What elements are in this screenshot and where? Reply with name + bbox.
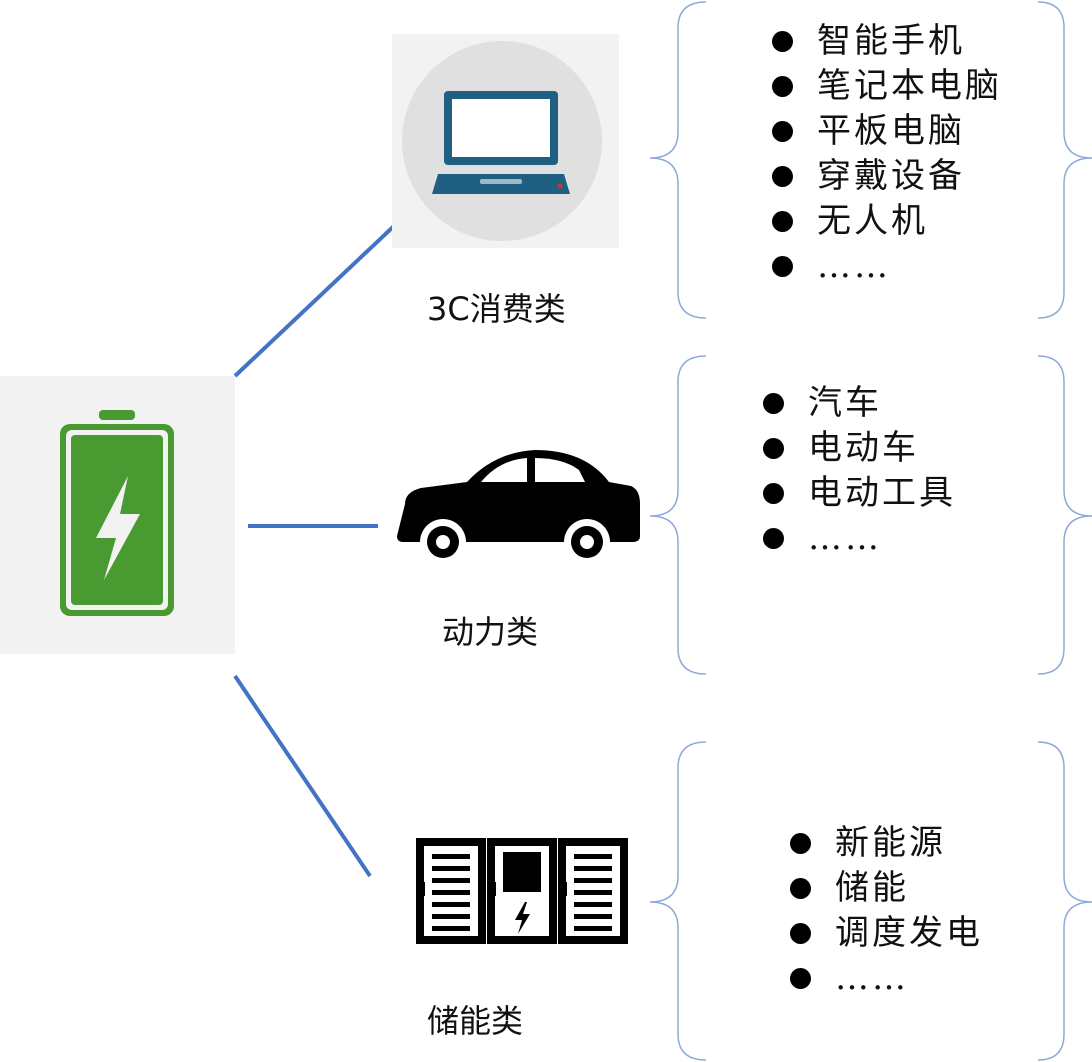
list-item-text: 平板电脑 (817, 111, 965, 151)
list-item-text: 电动工具 (808, 473, 956, 513)
bullet-dot (772, 211, 793, 232)
item-list-consumer: 智能手机 笔记本电脑 平板电脑 穿戴设备 无人机 …… (772, 19, 1002, 289)
right-brace-power (1037, 355, 1092, 675)
list-item: …… (763, 516, 956, 561)
bullet-dot (763, 393, 784, 414)
right-brace-storage (1037, 741, 1092, 1061)
battery-icon (60, 410, 174, 616)
left-brace-consumer (649, 1, 707, 319)
laptop-icon (402, 41, 602, 241)
bullet-dot (790, 968, 811, 989)
laptop-tile (392, 34, 619, 248)
list-item: …… (790, 956, 983, 1001)
list-item: 无人机 (772, 199, 1002, 244)
category-label-power: 动力类 (442, 613, 539, 651)
list-item-text: 储能 (835, 868, 909, 908)
list-item: 电动车 (763, 426, 956, 471)
battery-tile (0, 376, 235, 654)
list-item-text: 调度发电 (835, 913, 983, 953)
right-brace-consumer (1037, 1, 1092, 319)
list-item: …… (772, 244, 1002, 289)
car-icon (397, 450, 640, 565)
bullet-dot (772, 256, 793, 277)
list-item-text: …… (835, 958, 909, 998)
energy-storage-cabinet-icon (416, 838, 628, 944)
bullet-dot (772, 121, 793, 142)
list-item: 储能 (790, 866, 983, 911)
connector-storage (233, 674, 372, 878)
list-item: 电动工具 (763, 471, 956, 516)
list-item-text: 无人机 (817, 201, 928, 241)
list-item: 汽车 (763, 381, 956, 426)
list-item-text: 新能源 (835, 823, 946, 863)
list-item-text: 智能手机 (817, 21, 965, 61)
bullet-dot (763, 528, 784, 549)
list-item: 平板电脑 (772, 109, 1002, 154)
list-item-text: 笔记本电脑 (817, 66, 1002, 106)
list-item-text: 穿戴设备 (817, 156, 965, 196)
bullet-dot (772, 31, 793, 52)
item-list-power: 汽车 电动车 电动工具 …… (763, 381, 956, 561)
connector-consumer (233, 224, 396, 378)
category-label-consumer: 3C消费类 (427, 290, 566, 328)
list-item: 智能手机 (772, 19, 1002, 64)
bullet-dot (763, 438, 784, 459)
list-item: 新能源 (790, 821, 983, 866)
list-item-text: 电动车 (808, 428, 919, 468)
left-brace-power (649, 355, 707, 675)
bullet-dot (772, 76, 793, 97)
list-item-text: …… (817, 246, 891, 286)
list-item-text: …… (808, 518, 882, 558)
left-brace-storage (649, 741, 707, 1061)
list-item-text: 汽车 (808, 383, 882, 423)
item-list-storage: 新能源 储能 调度发电 …… (790, 821, 983, 1001)
bullet-dot (772, 166, 793, 187)
category-label-storage: 储能类 (427, 1002, 524, 1040)
list-item: 调度发电 (790, 911, 983, 956)
bullet-dot (790, 923, 811, 944)
bullet-dot (763, 483, 784, 504)
list-item: 笔记本电脑 (772, 64, 1002, 109)
bullet-dot (790, 833, 811, 854)
list-item: 穿戴设备 (772, 154, 1002, 199)
bullet-dot (790, 878, 811, 899)
